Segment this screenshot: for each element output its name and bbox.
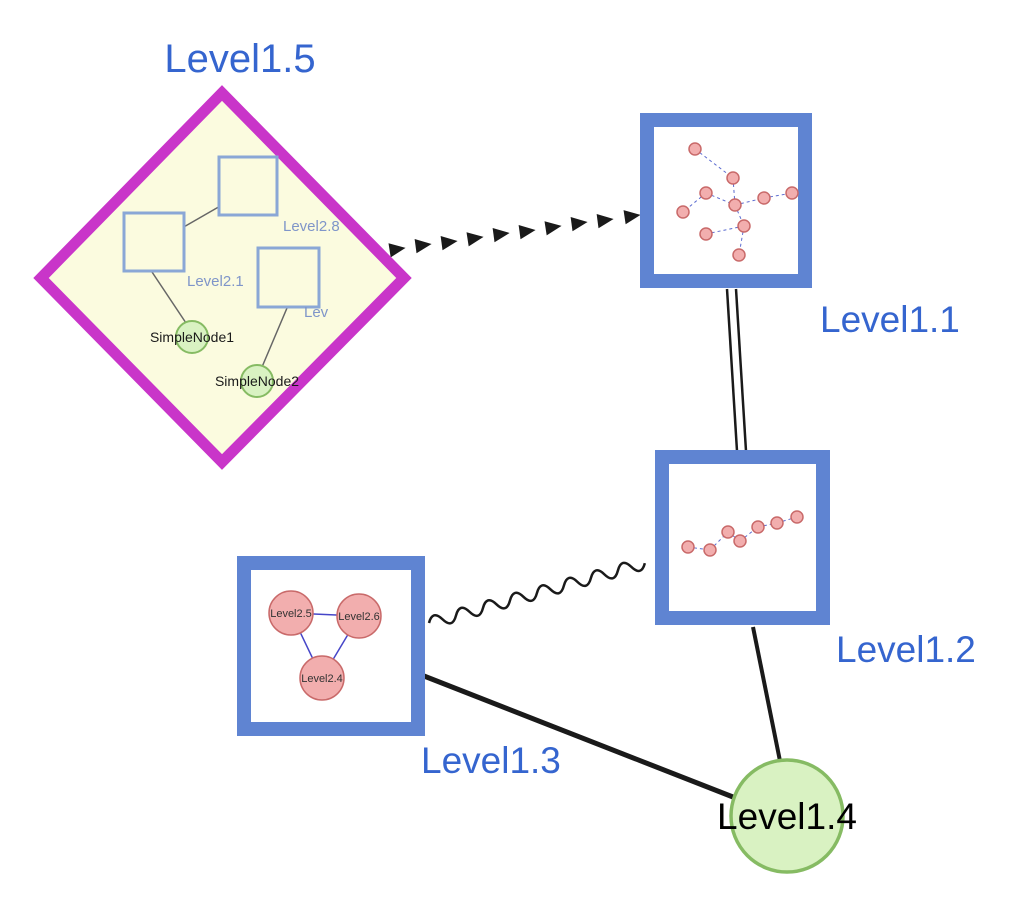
edge-lev-simplenode2[interactable]: [261, 307, 288, 368]
level26-node[interactable]: [336, 593, 382, 639]
mini-graph-node[interactable]: [676, 205, 690, 219]
mini-graph-node[interactable]: [757, 191, 771, 205]
level25-label: Level2.5: [270, 608, 312, 620]
mini-graph-node[interactable]: [785, 186, 799, 200]
level14-node[interactable]: [729, 758, 845, 874]
level15-label: Level1.5: [164, 37, 315, 81]
simplenode2-node[interactable]: [240, 364, 274, 398]
edge-level13-level12-wavy[interactable]: [427, 557, 647, 628]
edge-level28-level21[interactable]: [181, 204, 223, 229]
level24-node[interactable]: [299, 655, 345, 701]
level28-square-node[interactable]: [217, 155, 279, 217]
edge-level15-level11-dashed-arrow[interactable]: [388, 210, 641, 258]
mini-graph-edge: [694, 148, 734, 179]
level11-label: Level1.1: [820, 299, 960, 340]
mini-graph-node[interactable]: [726, 171, 740, 185]
edge-level11-level12-double-line[interactable]: [725, 288, 748, 452]
mini-graph-node[interactable]: [728, 198, 742, 212]
level24-label: Level2.4: [301, 673, 343, 685]
simplenode1-node[interactable]: [175, 320, 209, 354]
level15-diamond[interactable]: [33, 85, 412, 470]
lev-square-node[interactable]: [256, 246, 321, 309]
mini-graph-node[interactable]: [732, 248, 746, 262]
mini-graph-edge: [732, 177, 736, 206]
mini-graph-edge: [763, 192, 793, 199]
level12-minigraph: [681, 510, 804, 557]
mini-graph-node[interactable]: [699, 227, 713, 241]
mini-graph-node[interactable]: [699, 186, 713, 200]
mini-graph-node[interactable]: [721, 525, 735, 539]
lev-label: Lev: [304, 304, 329, 321]
mini-graph-node[interactable]: [733, 534, 747, 548]
level13-group-node[interactable]: Level2.5 Level2.6 Level2.4: [237, 556, 425, 736]
level21-label: Level2.1: [187, 273, 244, 290]
simplenode2-label: SimpleNode2: [215, 373, 299, 389]
edge-level21-simplenode1[interactable]: [151, 271, 187, 324]
mini-graph-node[interactable]: [688, 142, 702, 156]
mini-graph-node[interactable]: [703, 543, 717, 557]
level15-group-node[interactable]: Level2.8 Level2.1 Lev SimpleNode1 Simple…: [33, 85, 412, 470]
level11-minigraph: [676, 142, 799, 262]
mini-graph-node[interactable]: [770, 516, 784, 530]
edge-level13-level14[interactable]: [423, 673, 734, 800]
edge-level12-level14[interactable]: [751, 626, 782, 762]
mini-graph-node[interactable]: [737, 219, 751, 233]
level13-label: Level1.3: [421, 740, 561, 781]
level12-group-node[interactable]: [655, 450, 830, 625]
simplenode1-label: SimpleNode1: [150, 329, 234, 345]
level12-label: Level1.2: [836, 629, 976, 670]
level25-node[interactable]: [268, 590, 314, 636]
mini-graph-node[interactable]: [790, 510, 804, 524]
level26-label: Level2.6: [338, 611, 380, 623]
level28-label: Level2.8: [283, 218, 340, 235]
level21-square-node[interactable]: [122, 211, 186, 273]
level11-group-node[interactable]: [640, 113, 812, 288]
mini-graph-node[interactable]: [751, 520, 765, 534]
level13-box[interactable]: [237, 556, 425, 736]
level11-box[interactable]: [640, 113, 812, 288]
mini-graph-edge: [709, 531, 729, 551]
level14-label: Level1.4: [717, 796, 857, 837]
mini-graph-node[interactable]: [681, 540, 695, 554]
